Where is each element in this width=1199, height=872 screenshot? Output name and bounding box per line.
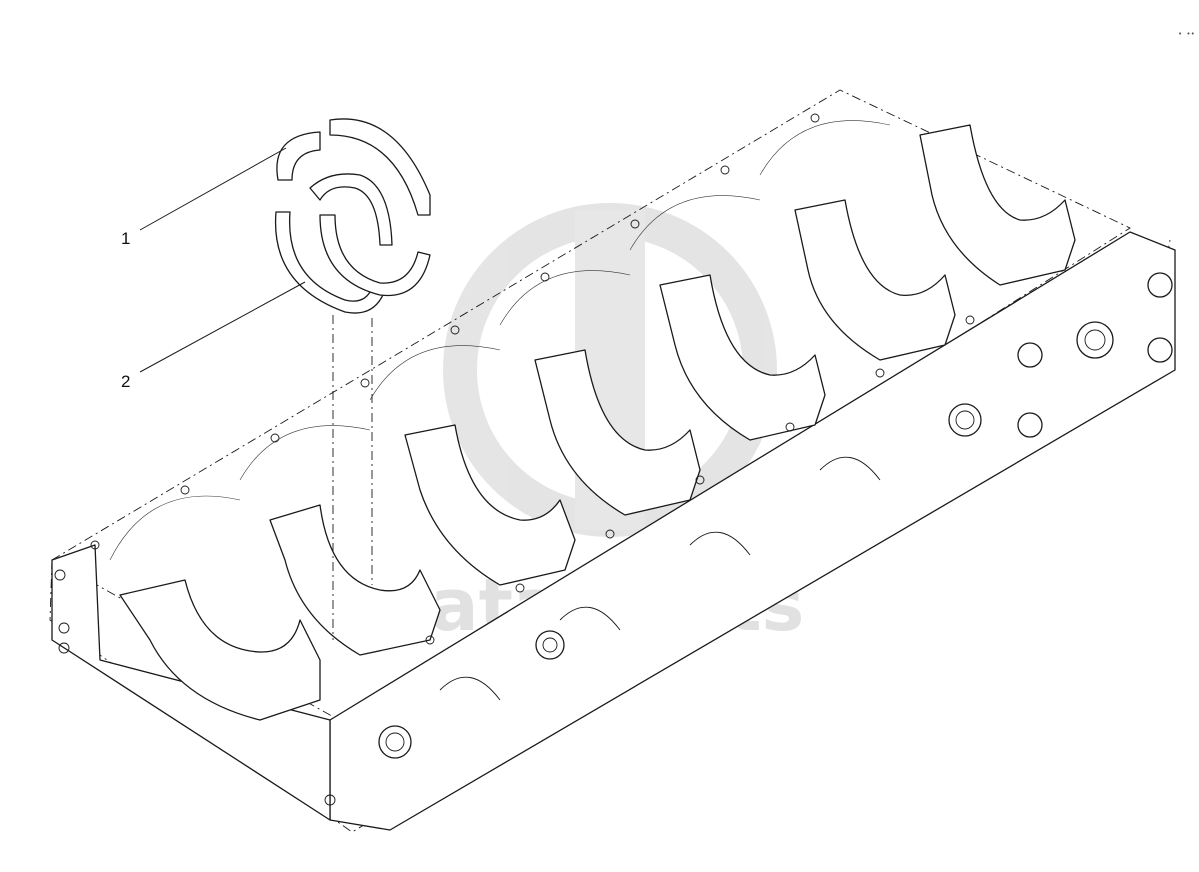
- bearing-saddle-7: [919, 124, 1076, 286]
- bearing-saddle-5: [659, 274, 826, 441]
- main-bearing-saddles: [119, 124, 1076, 721]
- block-bottom-outline: [49, 239, 1171, 833]
- thrust-washer-lower: [274, 211, 431, 314]
- bearing-saddle-2: [269, 504, 441, 656]
- callout-label-1: 1: [121, 229, 130, 248]
- callout-2: 2: [121, 281, 306, 391]
- bearing-saddle-4: [534, 349, 701, 516]
- assembly-lines: [332, 315, 373, 640]
- bearing-saddle-6: [794, 199, 956, 361]
- bearing-saddle-3: [404, 424, 576, 586]
- callout-label-2: 2: [121, 372, 130, 391]
- leader-line-2: [139, 281, 306, 373]
- engine-block: [49, 89, 1176, 833]
- callout-1: 1: [121, 147, 287, 248]
- block-end-face: [51, 544, 331, 821]
- bearing-saddle-1: [119, 579, 321, 721]
- thrust-washer-upper: [276, 118, 431, 246]
- leader-line-1: [139, 147, 287, 231]
- block-ports: [54, 272, 1173, 806]
- corner-mark: • ••: [1178, 30, 1195, 38]
- block-skirt-ribs: [439, 456, 881, 701]
- deck-bolt-holes: [90, 113, 975, 645]
- cylinder-bores: [109, 120, 891, 561]
- block-top-outline: [51, 89, 1131, 726]
